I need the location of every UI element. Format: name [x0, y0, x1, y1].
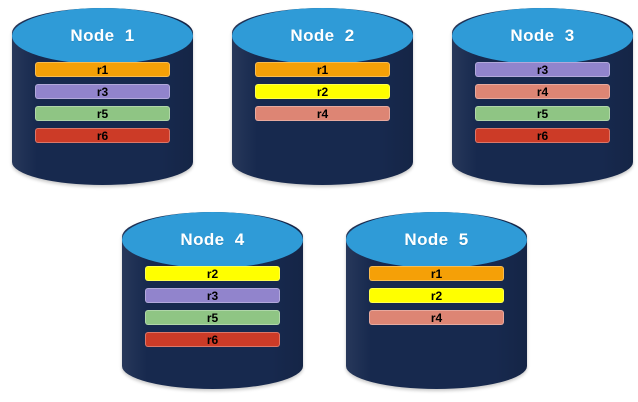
node-4-partition-r3[interactable]: r3 — [145, 288, 280, 303]
node-1-partition-r1-label: r1 — [96, 62, 109, 77]
node-4-partition-r6[interactable]: r6 — [145, 332, 280, 347]
node-4-partition-r5-label: r5 — [206, 310, 219, 325]
node-2-partition-r1-label: r1 — [316, 62, 329, 77]
node-3-partition-r3-label: r3 — [536, 62, 549, 77]
node-2-partition-r1[interactable]: r1 — [255, 62, 390, 77]
node-3-partition-r5-label: r5 — [536, 106, 549, 121]
node-1-partition-r6[interactable]: r6 — [35, 128, 170, 143]
node-2-partition-r4-label: r4 — [316, 106, 329, 121]
node-3-partition-r6[interactable]: r6 — [475, 128, 610, 143]
node-5-partition-r2[interactable]: r2 — [369, 288, 504, 303]
node-4[interactable]: Node 4 r2 r3 r5 r6 — [122, 212, 303, 389]
node-4-title: Node 4 — [180, 230, 245, 249]
node-3-partition-r4-label: r4 — [536, 84, 549, 99]
node-1-partition-list: r1 r3 r5 r6 — [12, 62, 193, 143]
node-4-partition-r2-label: r2 — [206, 266, 219, 281]
node-5-title: Node 5 — [404, 230, 469, 249]
node-5-partition-r1-label: r1 — [430, 266, 443, 281]
node-4-partition-r2[interactable]: r2 — [145, 266, 280, 281]
node-5-partition-r2-label: r2 — [430, 288, 443, 303]
node-4-partition-r6-label: r6 — [206, 332, 219, 347]
node-2-partition-r2-label: r2 — [316, 84, 329, 99]
node-4-partition-list: r2 r3 r5 r6 — [122, 266, 303, 347]
node-5-partition-r4[interactable]: r4 — [369, 310, 504, 325]
node-5-partition-r4-label: r4 — [430, 310, 443, 325]
node-2-partition-r2[interactable]: r2 — [255, 84, 390, 99]
node-3-partition-list: r3 r4 r5 r6 — [452, 62, 633, 143]
node-4-partition-r3-label: r3 — [206, 288, 219, 303]
node-1-partition-r6-label: r6 — [96, 128, 109, 143]
node-1-partition-r3-label: r3 — [96, 84, 109, 99]
node-2-partition-r4[interactable]: r4 — [255, 106, 390, 121]
node-4-partition-r5[interactable]: r5 — [145, 310, 280, 325]
node-3-partition-r6-label: r6 — [536, 128, 549, 143]
node-1-partition-r5-label: r5 — [96, 106, 109, 121]
node-2-partition-list: r1 r2 r4 — [232, 62, 413, 121]
node-3-title: Node 3 — [510, 26, 575, 45]
node-1-partition-r1[interactable]: r1 — [35, 62, 170, 77]
node-5-cylinder-top: Node 5 — [346, 212, 527, 268]
node-4-cylinder-top: Node 4 — [122, 212, 303, 268]
node-3-partition-r4[interactable]: r4 — [475, 84, 610, 99]
node-3-cylinder-top: Node 3 — [452, 8, 633, 64]
node-1-cylinder-top: Node 1 — [12, 8, 193, 64]
node-1-partition-r5[interactable]: r5 — [35, 106, 170, 121]
node-1-title: Node 1 — [70, 26, 135, 45]
node-2-title: Node 2 — [290, 26, 355, 45]
node-2[interactable]: Node 2 r1 r2 r4 — [232, 8, 413, 185]
node-1[interactable]: Node 1 r1 r3 r5 r6 — [12, 8, 193, 185]
node-3[interactable]: Node 3 r3 r4 r5 r6 — [452, 8, 633, 185]
node-3-partition-r3[interactable]: r3 — [475, 62, 610, 77]
node-3-partition-r5[interactable]: r5 — [475, 106, 610, 121]
node-5-partition-list: r1 r2 r4 — [346, 266, 527, 325]
node-5[interactable]: Node 5 r1 r2 r4 — [346, 212, 527, 389]
node-2-cylinder-top: Node 2 — [232, 8, 413, 64]
node-1-partition-r3[interactable]: r3 — [35, 84, 170, 99]
node-5-partition-r1[interactable]: r1 — [369, 266, 504, 281]
